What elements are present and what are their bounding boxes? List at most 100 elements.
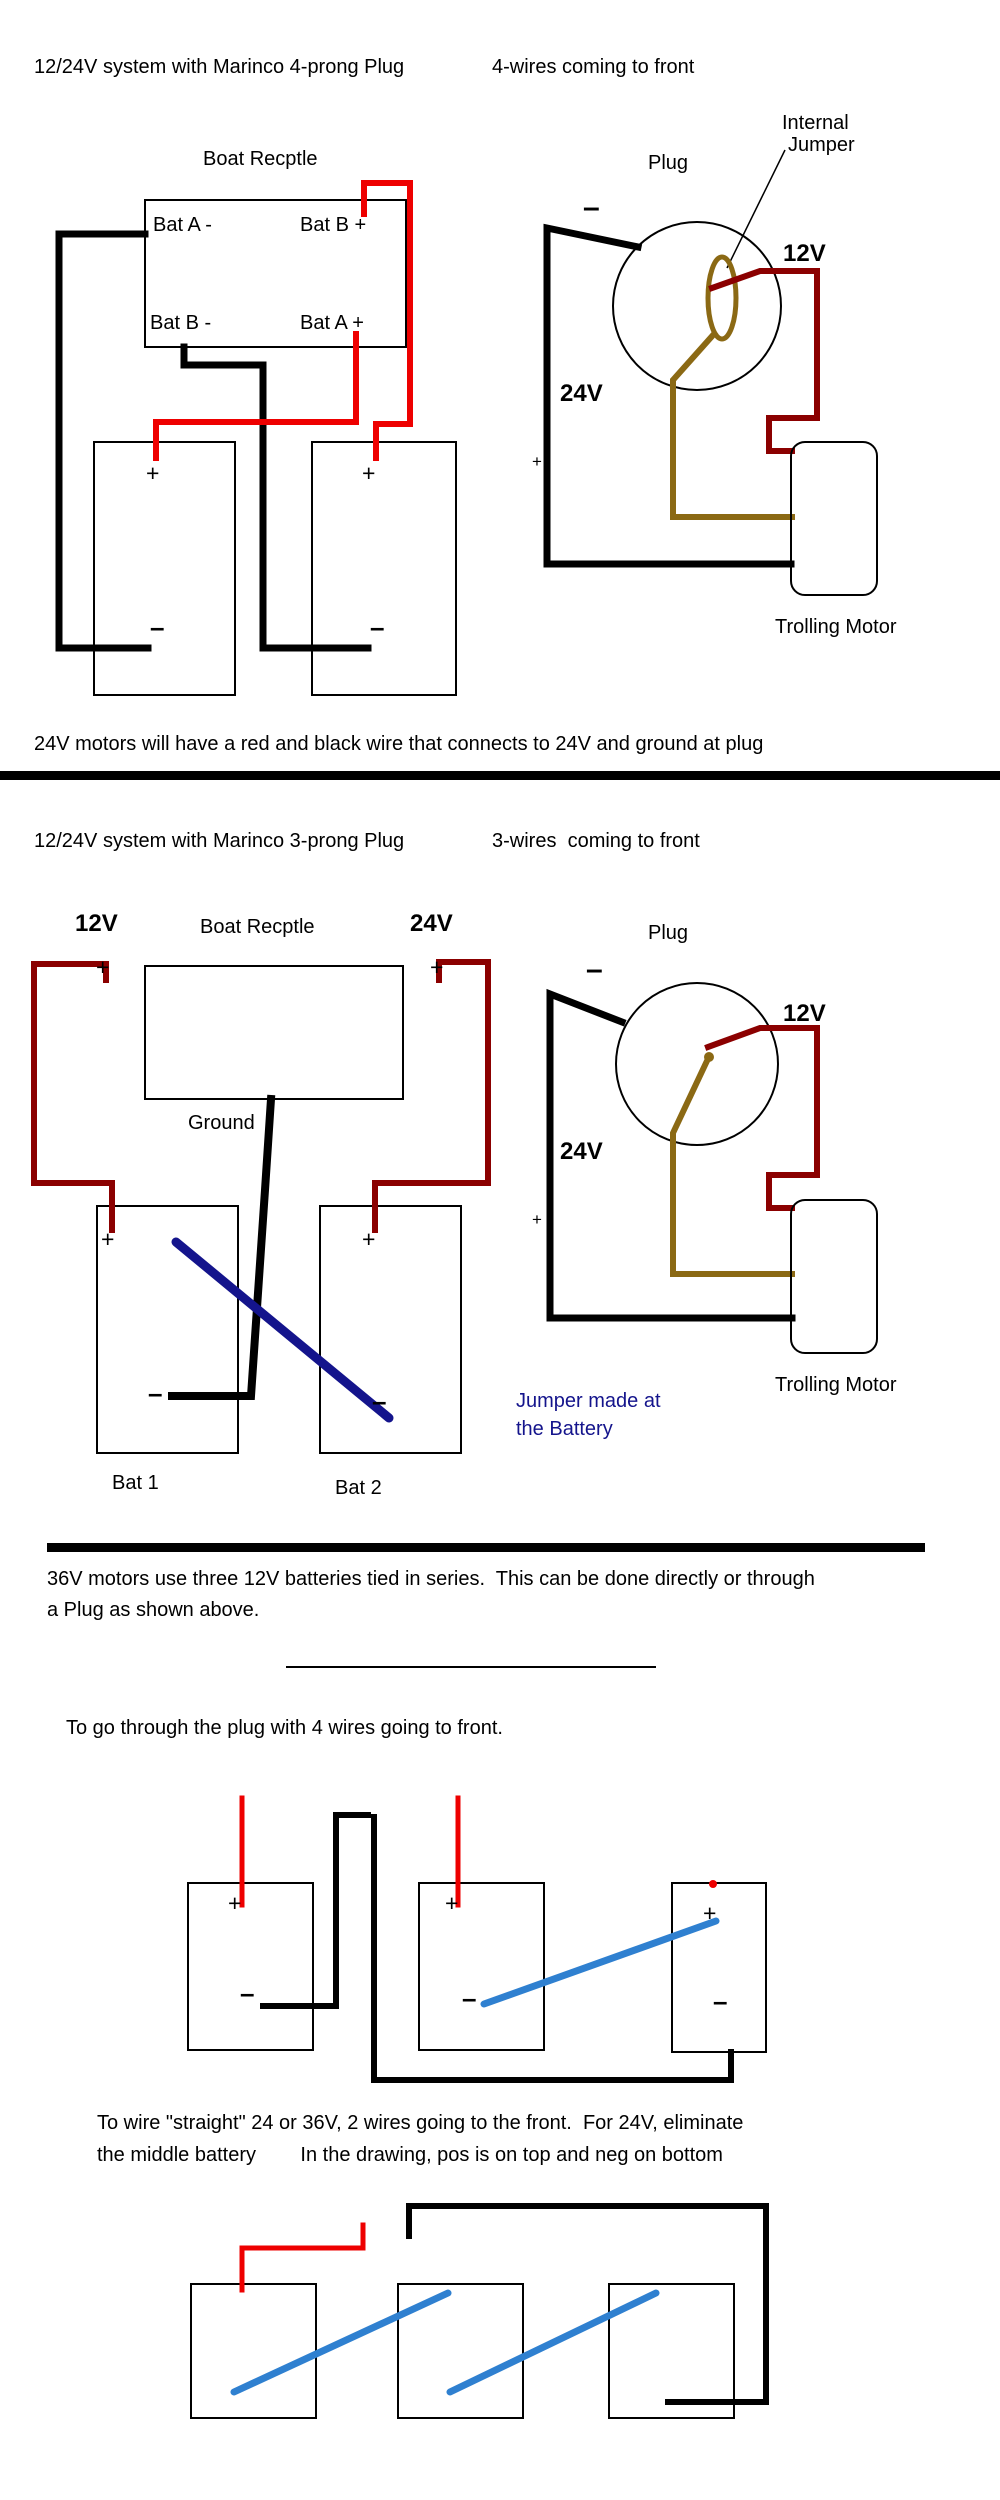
- wire-plug-24v: [670, 329, 795, 520]
- battery-b-box: [311, 441, 457, 696]
- battery-a-plus-symbol: +: [146, 460, 160, 486]
- wire-plug-12v: [708, 268, 820, 454]
- boat-receptacle-box: [144, 199, 407, 348]
- section-divider-bar-2: [47, 1543, 925, 1552]
- battery-1-plus-symbol: +: [101, 1226, 115, 1252]
- trolling-motor-label: Trolling Motor: [775, 616, 897, 638]
- wire-plug-12v-2: [704, 1025, 820, 1211]
- battery-b-minus-symbol: –: [370, 612, 385, 642]
- trolling-motor-label-2: Trolling Motor: [775, 1374, 897, 1396]
- 36v-note-line1: 36V motors use three 12V batteries tied …: [47, 1568, 815, 1590]
- ground-label: Ground: [188, 1112, 255, 1134]
- receptacle-plus-left: +: [96, 954, 110, 980]
- receptacle-plus-right: +: [430, 954, 444, 980]
- battery-3a-minus-symbol: –: [240, 1978, 255, 2008]
- plug-4wire-note: To go through the plug with 4 wires goin…: [66, 1717, 503, 1739]
- plug-circle: [612, 221, 782, 391]
- internal-jumper-pointer-line: [726, 149, 786, 269]
- plug-plus-symbol: +: [532, 452, 542, 471]
- series-jumper-wire-1: [480, 1917, 720, 2008]
- jumper-note-line1: Jumper made at: [516, 1390, 661, 1412]
- battery-box-4a: [190, 2283, 317, 2419]
- divider-note: 24V motors will have a red and black wir…: [34, 733, 764, 755]
- battery-jumper-wire: [171, 1237, 394, 1423]
- wire-plug-24v-2: [670, 1059, 795, 1277]
- section3-graphics: [187, 1795, 767, 2083]
- wire-24v-feed: [372, 959, 491, 1233]
- plug-label: Plug: [648, 152, 689, 174]
- section4-graphics: [190, 2203, 769, 2419]
- battery-2-box: [319, 1205, 462, 1454]
- wire-negative-front-2: [371, 1814, 734, 2083]
- section2-graphics: [31, 959, 878, 1454]
- battery-a-box: [93, 441, 236, 696]
- battery-3c-minus-symbol: –: [713, 1986, 728, 2016]
- battery-3b-plus-symbol: +: [445, 1890, 459, 1916]
- battery-box-3a: [187, 1882, 314, 2051]
- internal-jumper-label-line1: Internal: [782, 112, 849, 134]
- battery-1-minus-symbol: –: [148, 1378, 163, 1408]
- internal-jumper-loop: [705, 254, 739, 342]
- battery-3c-plus-symbol: +: [703, 1900, 717, 1926]
- receptacle-label-2: Boat Recptle: [200, 916, 315, 938]
- terminal-bat-a-pos: Bat A +: [300, 312, 364, 334]
- section2-title: 12/24V system with Marinco 3-prong Plug: [34, 830, 405, 852]
- terminal-bat-b-pos: Bat B +: [300, 214, 367, 236]
- plug-minus-symbol: –: [583, 191, 600, 224]
- 24v-label-right: 24V: [410, 910, 453, 937]
- battery-box-4c: [608, 2283, 735, 2419]
- boat-receptacle-box-2: [144, 965, 404, 1100]
- battery-2-label: Bat 2: [335, 1477, 382, 1499]
- internal-jumper-label-line2: Jumper: [788, 134, 855, 156]
- wire-plug-ground: [543, 223, 795, 568]
- battery-1-box: [96, 1205, 239, 1454]
- wire-bat-a-negative: [55, 230, 152, 652]
- battery-box-4b: [397, 2283, 524, 2419]
- trolling-motor-box-2: [790, 1199, 878, 1354]
- section2-subtitle: 3-wires coming to front: [492, 830, 700, 852]
- wire-bat-b-negative: [180, 343, 372, 652]
- terminal-bat-b-neg: Bat B -: [150, 312, 212, 334]
- series-jumper-wire-3: [446, 2289, 660, 2396]
- battery-3b-minus-symbol: –: [462, 1983, 477, 2013]
- plug-label-2: Plug: [648, 922, 689, 944]
- straight-wire-note-line1: To wire "straight" 24 or 36V, 2 wires go…: [97, 2112, 744, 2134]
- battery-box-3c: [671, 1882, 767, 2053]
- battery-2-plus-symbol: +: [362, 1226, 376, 1252]
- plug-minus-symbol-2: –: [586, 953, 603, 986]
- wire-bat-a-positive: [153, 331, 359, 461]
- battery-1-label: Bat 1: [112, 1472, 159, 1494]
- battery-a-minus-symbol: –: [150, 612, 165, 642]
- plug-circle-2: [615, 982, 779, 1146]
- plug-24v-label: 24V: [560, 380, 603, 407]
- straight-wire-note-line2: the middle battery In the drawing, pos i…: [97, 2144, 723, 2166]
- wire-negative-front-1: [260, 1812, 371, 2009]
- battery-b-plus-symbol: +: [362, 460, 376, 486]
- battery-3a-plus-symbol: +: [228, 1890, 242, 1916]
- plug-plus-symbol-2: +: [532, 1210, 542, 1229]
- battery-2-minus-symbol: –: [372, 1386, 387, 1416]
- 12v-label-left: 12V: [75, 910, 118, 937]
- separator-line: [286, 1666, 656, 1668]
- plug-24v-label-2: 24V: [560, 1138, 603, 1165]
- 36v-note-line2: a Plug as shown above.: [47, 1599, 260, 1621]
- battery-box-3b: [418, 1882, 545, 2051]
- wire-negative-front-straight: [406, 2203, 769, 2405]
- series-jumper-wire-2: [230, 2289, 452, 2396]
- plug-12v-label: 12V: [783, 240, 826, 267]
- jumper-note-line2: the Battery: [516, 1418, 613, 1440]
- plug-center-contact: [704, 1052, 714, 1062]
- wire-plug-ground-2: [546, 988, 796, 1322]
- section1-title: 12/24V system with Marinco 4-prong Plug: [34, 56, 405, 78]
- wire-positive-front-straight: [239, 2222, 366, 2293]
- terminal-bat-a-neg: Bat A -: [153, 214, 212, 236]
- wire-12v-feed: [31, 961, 115, 1233]
- section1-subtitle: 4-wires coming to front: [492, 56, 695, 78]
- positive-terminal-dot: [709, 1880, 717, 1888]
- trolling-motor-box: [790, 441, 878, 596]
- wire-ground: [168, 1094, 276, 1400]
- section1-graphics: [55, 149, 878, 696]
- wire-bat-b-positive: [361, 180, 413, 461]
